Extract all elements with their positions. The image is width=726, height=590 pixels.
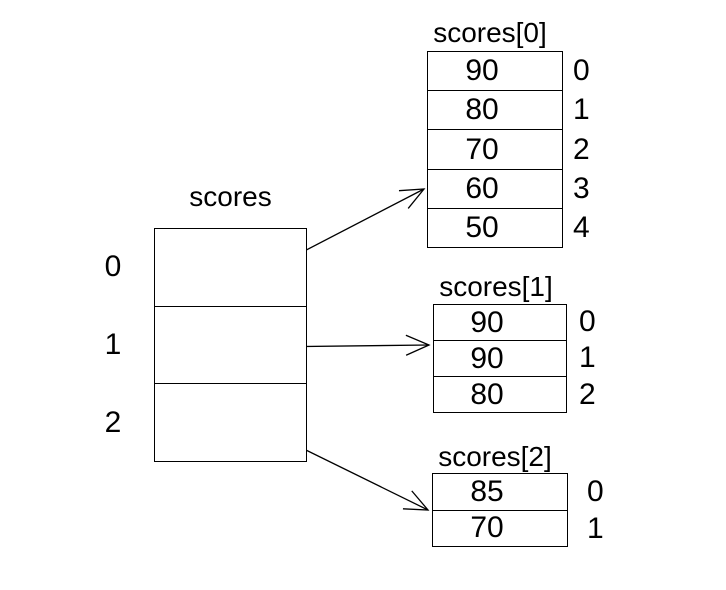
array-cell-value: 90 — [470, 305, 504, 339]
index-label: 2 — [573, 132, 590, 166]
array-cell-value: 90 — [434, 340, 566, 376]
main-array-cell-0 — [155, 229, 306, 306]
index-label: 1 — [587, 511, 604, 545]
sub-array-1-index-column: 0 1 2 — [579, 304, 613, 413]
index-label: 3 — [573, 171, 590, 205]
array-cell-value: 80 — [428, 90, 562, 129]
array-cell-value: 80 — [434, 376, 566, 412]
array-cell-value: 90 — [465, 54, 499, 88]
main-array-box — [154, 228, 307, 462]
sub-array-0-title: scores[0] — [433, 17, 547, 48]
index-label: 1 — [104, 328, 122, 361]
main-array-title: scores — [189, 181, 272, 212]
main-array-index-column: 0 1 2 — [95, 228, 131, 462]
sub-array-0-index-column: 0 1 2 3 4 — [573, 51, 607, 248]
array-cell-value: 70 — [428, 129, 562, 168]
sub-array-0-table: 90 80 70 60 50 — [427, 51, 563, 248]
index-label: 4 — [573, 211, 590, 245]
array-cell-value: 50 — [428, 207, 562, 247]
index-label: 2 — [104, 406, 122, 439]
sub-array-1-table: 90 90 80 — [433, 304, 567, 413]
index-label: 0 — [579, 305, 596, 339]
array-cell-value: 85 — [470, 474, 504, 508]
index-label: 1 — [579, 341, 596, 375]
sub-array-2-index-column: 0 1 — [587, 473, 621, 547]
sub-array-2-table: 85 70 — [432, 473, 568, 547]
array-cell-value: 60 — [428, 168, 562, 208]
index-label: 0 — [573, 53, 590, 87]
index-label: 2 — [579, 377, 596, 411]
sub-array-1-title: scores[1] — [439, 271, 553, 302]
main-array-cell-2 — [155, 383, 306, 461]
sub-array-2-title: scores[2] — [438, 441, 552, 472]
main-array-cell-1 — [155, 305, 306, 384]
index-label: 0 — [104, 250, 122, 283]
index-label: 1 — [573, 93, 590, 127]
index-label: 0 — [587, 474, 604, 508]
array-cell-value: 70 — [433, 509, 567, 547]
